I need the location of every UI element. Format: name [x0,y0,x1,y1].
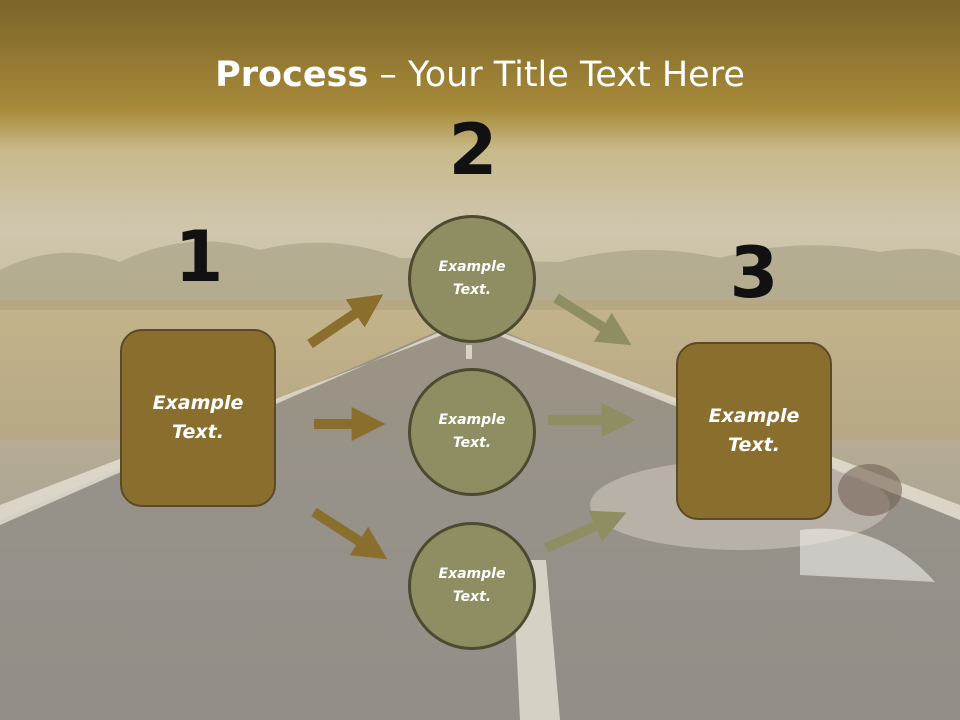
circle-bottom-text: Example Text. [438,566,506,605]
circle-bottom: Example Text. [408,522,536,650]
right-box-text: Example Text. [708,405,800,456]
circle-top: Example Text. [408,215,536,343]
left-box: Example Text. [120,329,276,507]
arrow-from-bottom [543,510,627,553]
title-rest: – Your Title Text Here [368,55,745,95]
left-box-text: Example Text. [152,392,244,443]
arrow-to-bottom [311,507,388,560]
circle-top-text: Example Text. [438,259,506,298]
arrow-from-top [553,293,632,346]
circle-middle: Example Text. [408,368,536,496]
right-box: Example Text. [676,342,832,520]
step-number-2: 2 [448,109,498,191]
title-bold: Process [215,55,369,95]
circle-middle-text: Example Text. [438,412,506,451]
arrow-to-top [307,294,384,349]
step-number-3: 3 [729,232,779,314]
step-number-1: 1 [174,216,224,298]
slide-title: Process – Your Title Text Here [0,50,960,100]
